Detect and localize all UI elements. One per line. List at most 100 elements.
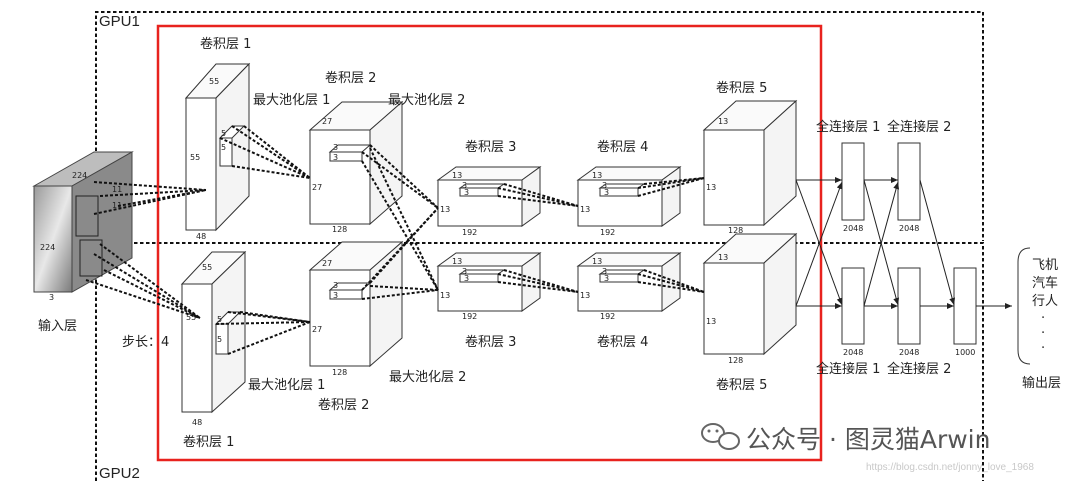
fc1-bottom-label: 全连接层 1 — [816, 361, 880, 377]
conv1-top-h: 55 — [209, 77, 219, 86]
conv1-top-k1: 5 — [221, 129, 226, 138]
conv4-bottom-d: 192 — [600, 312, 615, 321]
conv1-bottom-w: 55 — [186, 313, 196, 322]
stride-label: 步长：4 — [122, 335, 169, 350]
fc3-bottom — [953, 267, 977, 345]
fc2-bottom-label: 全连接层 2 — [887, 361, 951, 377]
conv5-bottom-h: 13 — [718, 253, 728, 262]
conv5-top-label: 卷积层 5 — [716, 80, 767, 96]
conv2-top-k1: 3 — [333, 143, 338, 152]
conv4-top: 卷积层 4 13 13 192 3 3 — [576, 139, 682, 237]
conv1-top-d: 48 — [196, 232, 206, 241]
conv4-bottom-k2: 3 — [604, 274, 609, 283]
conv3-bottom-h: 13 — [452, 257, 462, 266]
conv4-top-w: 13 — [580, 205, 590, 214]
conv1-top: 卷积层 1 55 55 48 5 5 — [184, 36, 251, 241]
conv5-top-d: 128 — [728, 226, 743, 235]
conv2-bottom-w: 27 — [312, 325, 322, 334]
conv2-bottom-k2: 3 — [333, 291, 338, 300]
fc3-bottom-size: 1000 — [955, 348, 975, 357]
conv3-top-k1: 3 — [462, 181, 467, 190]
conv5-bottom-label: 卷积层 5 — [716, 377, 767, 393]
conv2-bottom-k1: 3 — [333, 281, 338, 290]
fc2-top — [897, 142, 921, 221]
pool1-bottom-label: 最大池化层 1 — [248, 378, 325, 393]
fc1-bottom-size: 2048 — [843, 348, 863, 357]
conv1-bottom-k1: 5 — [217, 315, 222, 324]
conv1-bottom-label: 卷积层 1 — [183, 434, 234, 450]
conv2-bottom-d: 128 — [332, 368, 347, 377]
conv3-bottom-d: 192 — [462, 312, 477, 321]
pool1-top-label: 最大池化层 1 — [253, 93, 330, 108]
output-layer: 飞机 汽车 行人 · · · 输出层 — [1017, 247, 1061, 391]
conv3-bottom-k1: 3 — [462, 267, 467, 276]
gpu1-label: GPU1 — [99, 13, 140, 30]
output-item-pedestrian: 行人 — [1032, 294, 1058, 309]
wechat-icon — [701, 423, 740, 450]
conv3-top-k2: 3 — [464, 188, 469, 197]
input-kernel-1: 11 — [112, 185, 122, 194]
fc2-bottom-size: 2048 — [899, 348, 919, 357]
output-dot-3: · — [1041, 341, 1045, 356]
input-kernel-2: 11 — [112, 201, 122, 210]
conv3-top-d: 192 — [462, 228, 477, 237]
conv4-bottom-k1: 3 — [602, 267, 607, 276]
conv5-bottom-w: 13 — [706, 317, 716, 326]
fc1-top-label: 全连接层 1 — [816, 119, 880, 135]
fc-top: 全连接层 1 全连接层 2 2048 2048 — [816, 119, 951, 233]
conv1-top-w: 55 — [190, 153, 200, 162]
conv1-bottom-h: 55 — [202, 263, 212, 272]
input-height: 224 — [72, 171, 87, 180]
kernel-projections — [85, 125, 705, 355]
output-item-airplane: 飞机 — [1032, 258, 1058, 273]
input-depth: 3 — [49, 293, 54, 302]
conv1-top-k2: 5 — [221, 143, 226, 152]
conv4-top-label: 卷积层 4 — [597, 139, 648, 155]
gpu1-region: GPU1 — [95, 11, 984, 241]
fc-bottom: 全连接层 1 全连接层 2 2048 2048 1000 — [816, 267, 977, 377]
fc2-top-size: 2048 — [899, 224, 919, 233]
conv4-bottom-label: 卷积层 4 — [597, 334, 648, 350]
input-image — [33, 185, 73, 293]
conv4-top-h: 13 — [592, 171, 602, 180]
conv4-top-k1: 3 — [602, 181, 607, 190]
conv5-top-w: 13 — [706, 183, 716, 192]
fc1-top — [841, 142, 865, 221]
conv2-top-k2: 3 — [333, 153, 338, 162]
watermark-url: https://blog.csdn.net/jonny_love_1968 — [866, 462, 1034, 473]
conv3-top: 卷积层 3 13 13 192 3 3 — [436, 139, 542, 237]
conv4-bottom: 卷积层 4 13 13 192 3 3 — [576, 252, 682, 350]
input-width: 224 — [40, 243, 55, 252]
conv3-bottom-w: 13 — [440, 291, 450, 300]
fc1-top-size: 2048 — [843, 224, 863, 233]
output-label: 输出层 — [1022, 375, 1061, 391]
fc2-top-label: 全连接层 2 — [887, 119, 951, 135]
conv2-bottom-label: 卷积层 2 — [318, 397, 369, 413]
conv1-bottom: 卷积层 1 55 55 48 5 5 — [180, 250, 247, 450]
output-item-car: 汽车 — [1032, 275, 1058, 291]
fc-connections — [795, 177, 1012, 309]
conv1-bottom-k2: 5 — [217, 335, 222, 344]
input-volume: 224 224 3 11 11 输入层 — [32, 151, 134, 334]
conv3-bottom: 卷积层 3 13 13 192 3 3 — [436, 252, 542, 350]
gpu2-region: GPU2 — [95, 242, 984, 481]
conv2-top-h: 27 — [322, 117, 332, 126]
output-dot-2: · — [1041, 326, 1045, 341]
conv2-top-w: 27 — [312, 183, 322, 192]
fc2-bottom — [897, 267, 921, 345]
conv2-top-label: 卷积层 2 — [325, 70, 376, 86]
input-label: 输入层 — [38, 318, 77, 334]
conv5-bottom: 卷积层 5 13 13 128 — [702, 232, 798, 393]
conv3-top-label: 卷积层 3 — [465, 139, 516, 155]
conv2-bottom: 卷积层 2 27 27 128 3 3 — [308, 240, 404, 413]
conv3-top-w: 13 — [440, 205, 450, 214]
pool2-bottom-label: 最大池化层 2 — [389, 370, 466, 385]
conv4-top-k2: 3 — [604, 188, 609, 197]
watermark-text: 公众号 · 图灵猫Arwin — [746, 425, 990, 454]
output-dot-1: · — [1041, 311, 1045, 326]
conv4-bottom-w: 13 — [580, 291, 590, 300]
conv5-top: 卷积层 5 13 13 128 — [702, 80, 798, 235]
conv2-top-d: 128 — [332, 225, 347, 234]
conv2-top: 卷积层 2 27 27 128 3 3 — [308, 70, 404, 234]
